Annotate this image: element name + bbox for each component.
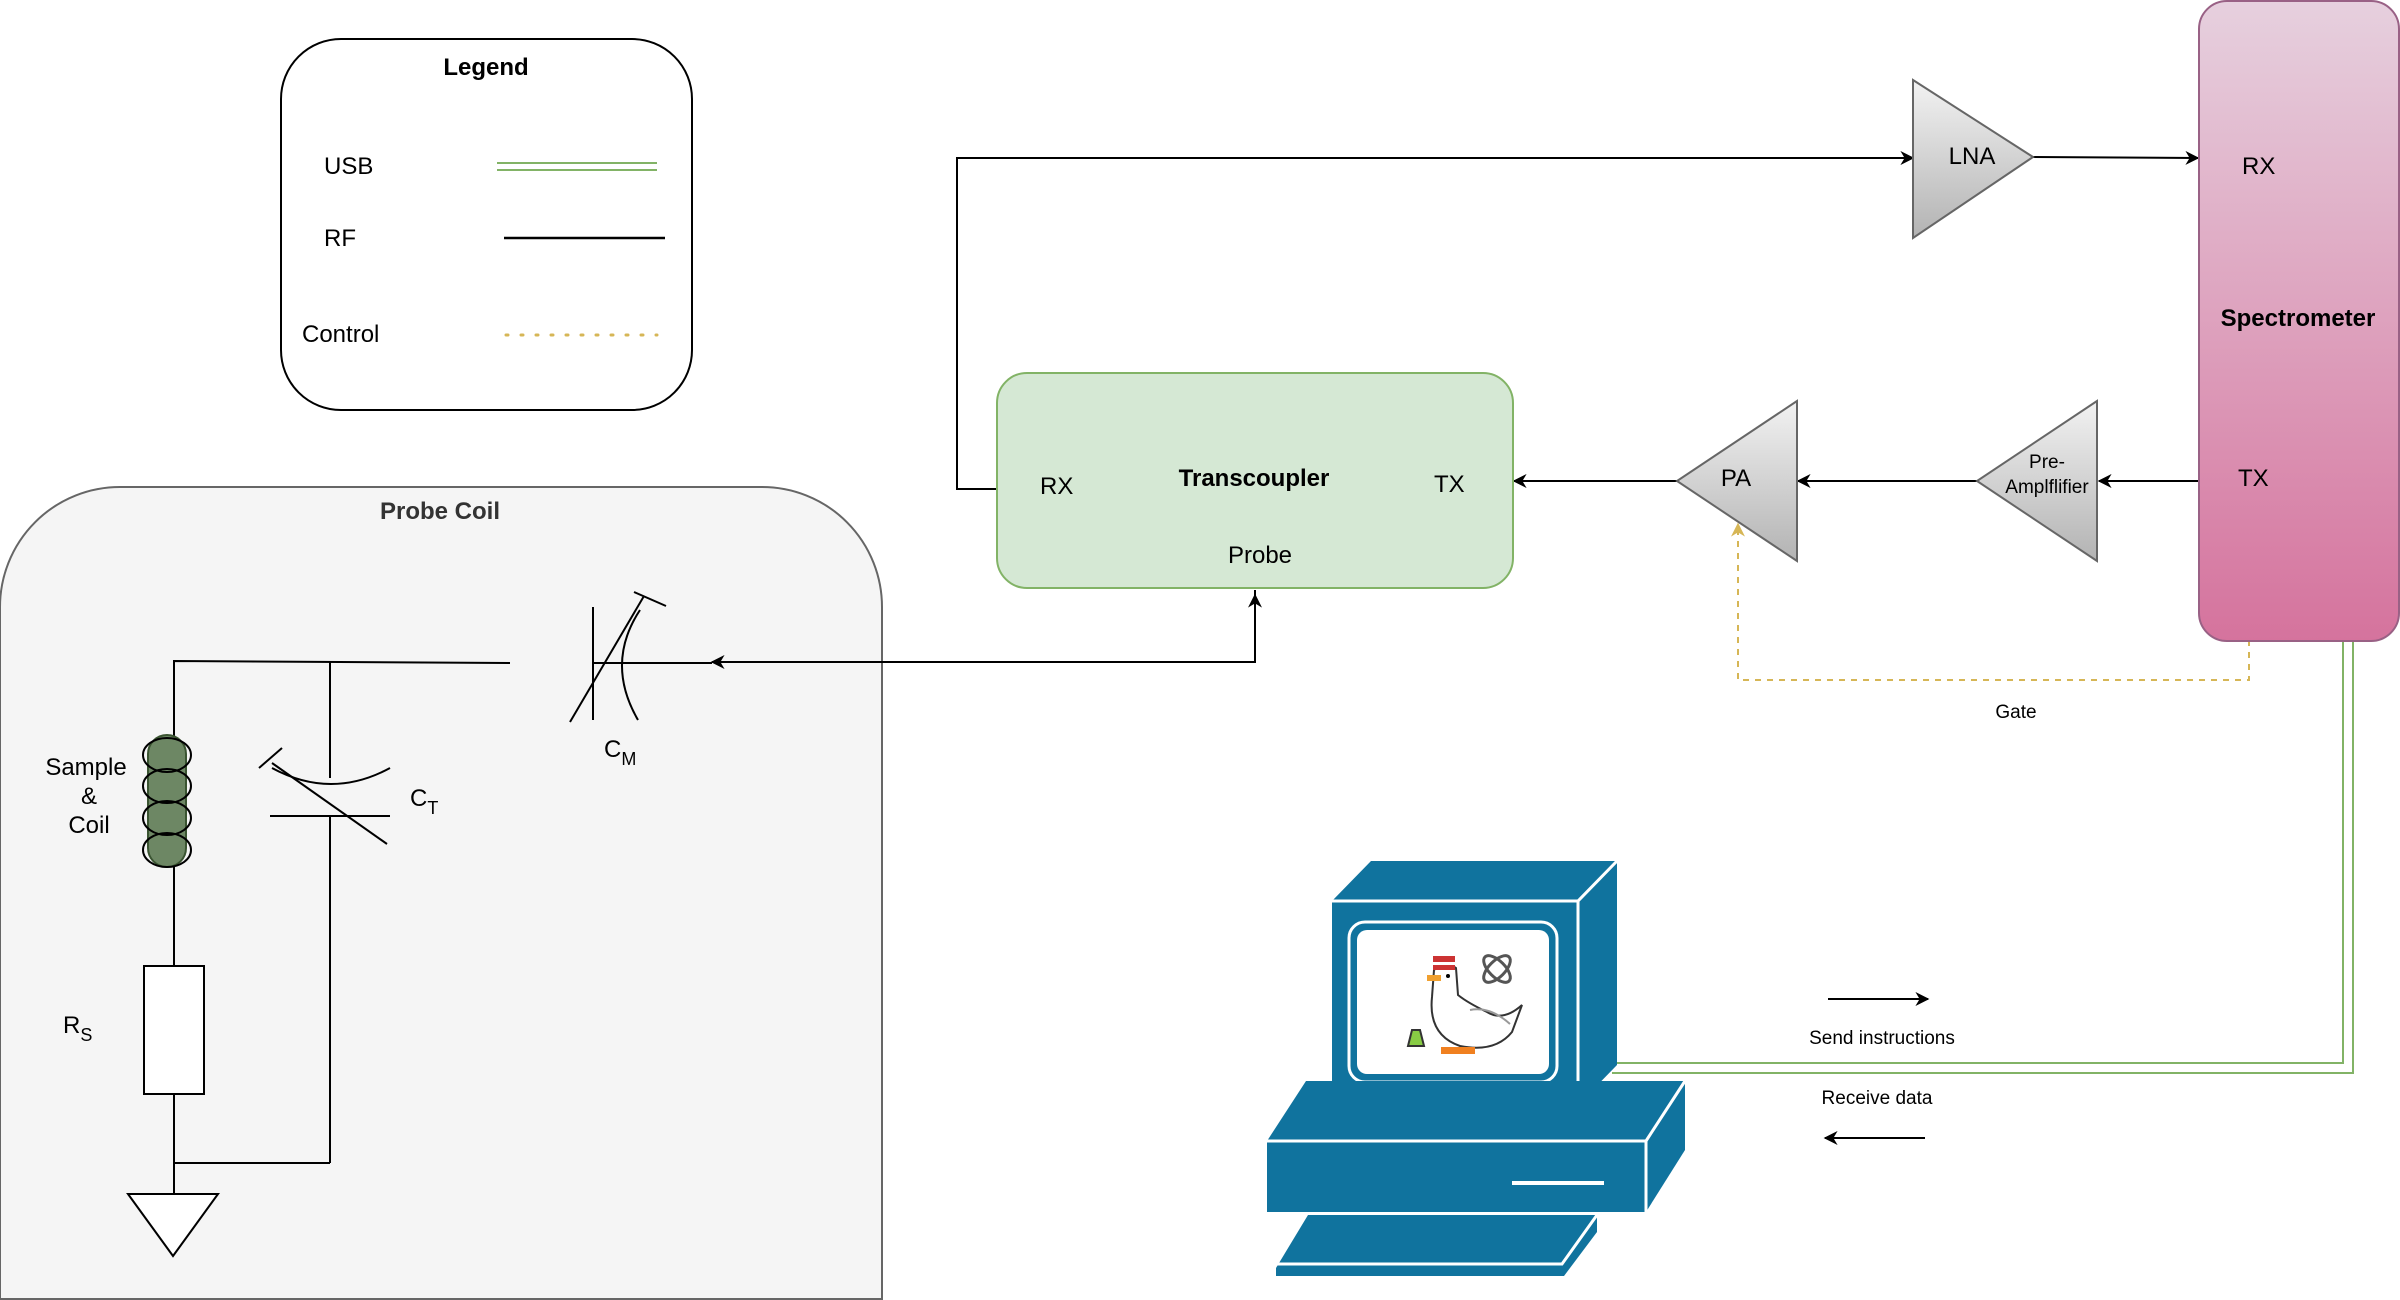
transcoupler-rx: RX bbox=[1040, 473, 1073, 500]
rs-label: RS bbox=[63, 1012, 92, 1045]
transcoupler-box bbox=[996, 372, 1514, 589]
cm-arrow-cap bbox=[633, 591, 667, 607]
probe-coil-title: Probe Coil bbox=[380, 498, 500, 525]
ct-main-text: C bbox=[410, 785, 427, 812]
probe-coil-frame bbox=[0, 486, 883, 1300]
ground-symbol bbox=[126, 1193, 220, 1258]
matching-capacitor bbox=[569, 591, 667, 723]
legend-frame bbox=[280, 38, 693, 411]
transcoupler-probe: Probe bbox=[1228, 542, 1292, 569]
rf-connections bbox=[710, 150, 2200, 669]
duck-hat-band bbox=[1433, 962, 1455, 965]
usb-line-b bbox=[1612, 642, 2354, 1074]
keyboard bbox=[1276, 1215, 1597, 1276]
receive-data-label: Receive data bbox=[1822, 1088, 1933, 1109]
legend-title: Legend bbox=[443, 54, 528, 81]
gate-control-line bbox=[1731, 522, 2250, 681]
rs-main-text: R bbox=[63, 1012, 80, 1039]
lna-label: LNA bbox=[1949, 143, 1996, 170]
transcoupler-title: Transcoupler bbox=[1179, 465, 1330, 492]
duck-mascot-icon bbox=[1406, 954, 1523, 1054]
computer-icon bbox=[1267, 859, 1687, 1276]
duck-eye bbox=[1446, 974, 1450, 978]
transcoupler-tx: TX bbox=[1434, 471, 1465, 498]
spectrometer-tx: TX bbox=[2238, 465, 2269, 492]
lna-to-spectrometer bbox=[2032, 150, 2200, 165]
transcoupler: Transcoupler RX TX Probe bbox=[996, 372, 1514, 589]
ct-label: CT bbox=[410, 785, 438, 818]
resistor-rs bbox=[143, 965, 205, 1095]
legend-usb-label: USB bbox=[324, 153, 373, 180]
ct-variable-arrow bbox=[271, 762, 388, 845]
sample-coil: Sample & Coil bbox=[45, 734, 192, 868]
cm-label: CM bbox=[604, 736, 636, 769]
ct-sub-text: T bbox=[427, 798, 438, 818]
cm-sub-text: M bbox=[621, 749, 636, 769]
lna-triangle bbox=[1912, 78, 2035, 240]
ct-arrow-cap bbox=[258, 747, 283, 769]
pa-triangle bbox=[1675, 399, 1798, 563]
preamp-triangle bbox=[1975, 399, 2098, 563]
rs-sub-text: S bbox=[80, 1025, 92, 1045]
legend-rf-label: RF bbox=[324, 225, 356, 252]
cm-variable-arrow bbox=[569, 595, 645, 723]
wire-top bbox=[173, 659, 511, 740]
send-instructions-label: Send instructions bbox=[1809, 1028, 1955, 1049]
cm-main-text: C bbox=[604, 736, 621, 763]
atom-icon bbox=[1482, 954, 1512, 984]
legend-control-label: Control bbox=[302, 321, 379, 348]
coil-label: Coil bbox=[68, 812, 109, 839]
preamp-label-2: Amplflifier bbox=[2005, 477, 2089, 498]
preamp-label-1: Pre- bbox=[2029, 452, 2065, 473]
spectrometer-box bbox=[2198, 0, 2400, 642]
pa-amplifier: PA bbox=[1675, 399, 1798, 563]
duck-beak bbox=[1427, 975, 1441, 981]
preamp-amplifier: Pre- Amplflifier bbox=[1975, 399, 2098, 563]
pa-label: PA bbox=[1721, 465, 1751, 492]
ct-plate-curved bbox=[271, 767, 391, 785]
coil-winding bbox=[142, 737, 192, 868]
sample-label: Sample bbox=[45, 754, 126, 781]
probe-wiring bbox=[173, 659, 712, 1194]
ampersand-label: & bbox=[81, 783, 97, 810]
duck-feet bbox=[1441, 1047, 1475, 1054]
usb-connection bbox=[1612, 642, 2354, 1074]
lna-amplifier: LNA bbox=[1912, 78, 2035, 240]
computer-base bbox=[1267, 1081, 1685, 1212]
spectrometer-title: Spectrometer bbox=[2221, 305, 2376, 332]
legend-box: Legend USB RF Control bbox=[280, 38, 693, 411]
tuning-capacitor bbox=[258, 747, 391, 845]
keyboard-edge bbox=[1276, 1214, 1599, 1266]
duck-wing bbox=[1469, 1008, 1511, 1025]
spectrometer: Spectrometer RX TX bbox=[2198, 0, 2400, 642]
usb-line-a bbox=[1612, 642, 2344, 1064]
gate-label: Gate bbox=[1995, 702, 2036, 723]
flask-icon bbox=[1406, 1029, 1426, 1047]
spectrometer-rx: RX bbox=[2242, 153, 2275, 180]
cm-plate-curved bbox=[621, 609, 641, 721]
transcoupler-rx-to-lna bbox=[956, 151, 1915, 490]
probe-coil-group: Probe Coil Sample & Coil bbox=[0, 486, 883, 1300]
